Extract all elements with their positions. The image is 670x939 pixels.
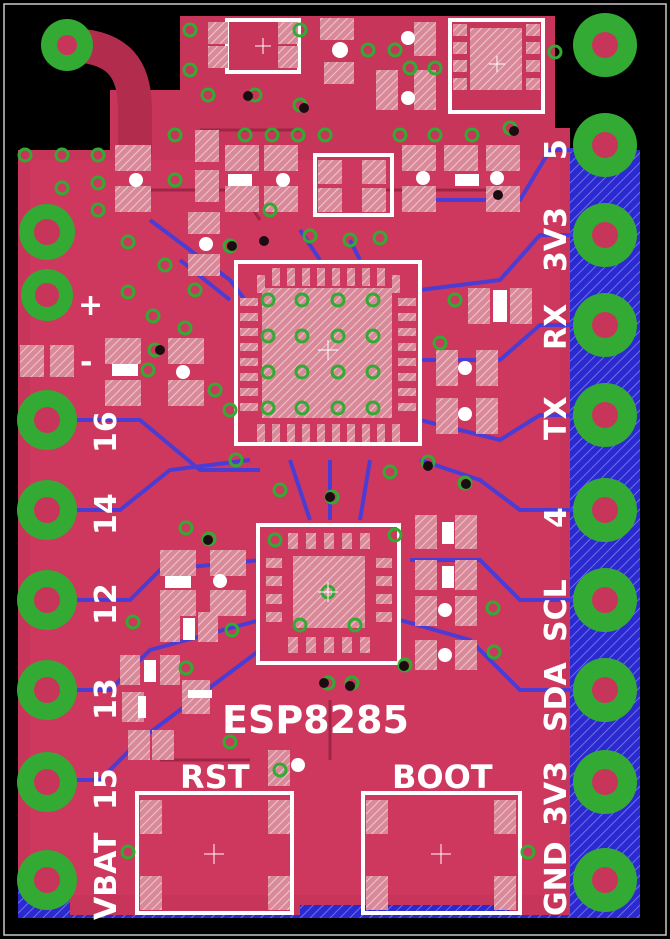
pin-label-rx: RX xyxy=(539,304,574,350)
board-outline xyxy=(3,3,667,936)
pin-label-13: 13 xyxy=(89,678,124,720)
pin-label-4: 4 xyxy=(539,507,574,528)
pin-label-3v3-bottom: 3V3 xyxy=(539,761,574,826)
pin-label-vbat: VBAT xyxy=(89,832,124,920)
pin-label-tx: TX xyxy=(539,396,574,440)
pin-label-14: 14 xyxy=(89,493,124,535)
via-holes xyxy=(155,91,519,691)
silkscreen-outlines xyxy=(135,18,545,915)
pin-label-scl: SCL xyxy=(539,579,574,642)
battery-plus-mark: + xyxy=(78,288,103,323)
pin-label-15: 15 xyxy=(89,768,124,810)
battery-minus-mark: - xyxy=(80,345,92,380)
pin-label-gnd: GND xyxy=(539,841,574,916)
pin-label-sda: SDA xyxy=(539,661,574,732)
smd-pads xyxy=(20,18,540,910)
silkscreen-marks xyxy=(112,31,507,772)
header-pins-right xyxy=(573,13,637,912)
pin-label-12: 12 xyxy=(89,583,124,625)
esp-pads xyxy=(240,268,416,442)
esp-thermal-pad xyxy=(262,288,392,418)
right-pin-labels: 5 3V3 RX TX 4 SCL SDA 3V3 GND xyxy=(539,139,574,916)
pin-label-5: 5 xyxy=(539,139,574,160)
button-label-boot: BOOT xyxy=(392,758,493,796)
chip-label: ESP8285 xyxy=(222,698,409,742)
pin-label-16: 16 xyxy=(89,411,124,453)
qfn-pads xyxy=(266,533,392,653)
top-copper-inner xyxy=(30,160,560,895)
pin-label-3v3-top: 3V3 xyxy=(539,207,574,272)
header-pins-left xyxy=(17,19,93,910)
button-label-rst: RST xyxy=(180,758,250,796)
left-pin-labels: 16 14 12 13 15 VBAT xyxy=(89,411,124,920)
centroid-marks xyxy=(204,38,505,864)
